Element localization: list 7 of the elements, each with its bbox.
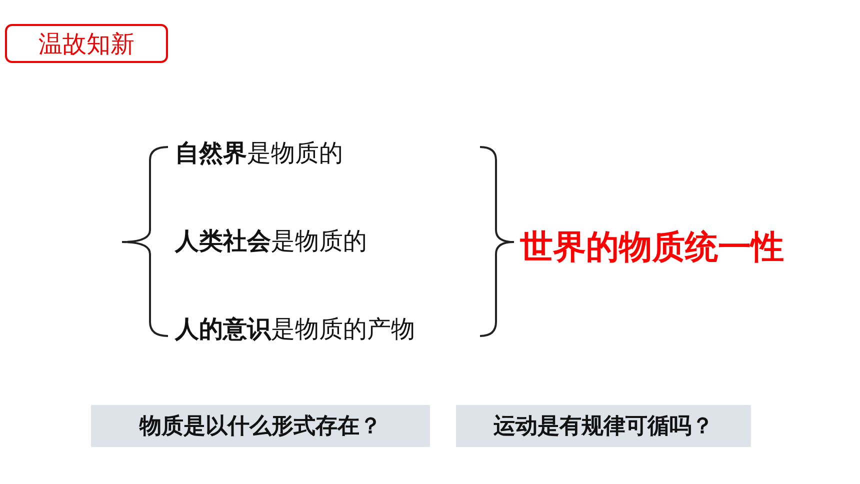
question-box: 运动是有规律可循吗？: [456, 405, 751, 447]
statement-text: 人的意识是物质的产物: [175, 317, 415, 341]
conclusion-text: 世界的物质统一性: [520, 230, 784, 263]
title-tag: 温故知新: [5, 24, 168, 63]
question-box: 物质是以什么形式存在？: [91, 405, 430, 447]
statement-text: 人类社会是物质的: [175, 229, 367, 253]
statement-text: 自然界是物质的: [175, 141, 343, 165]
